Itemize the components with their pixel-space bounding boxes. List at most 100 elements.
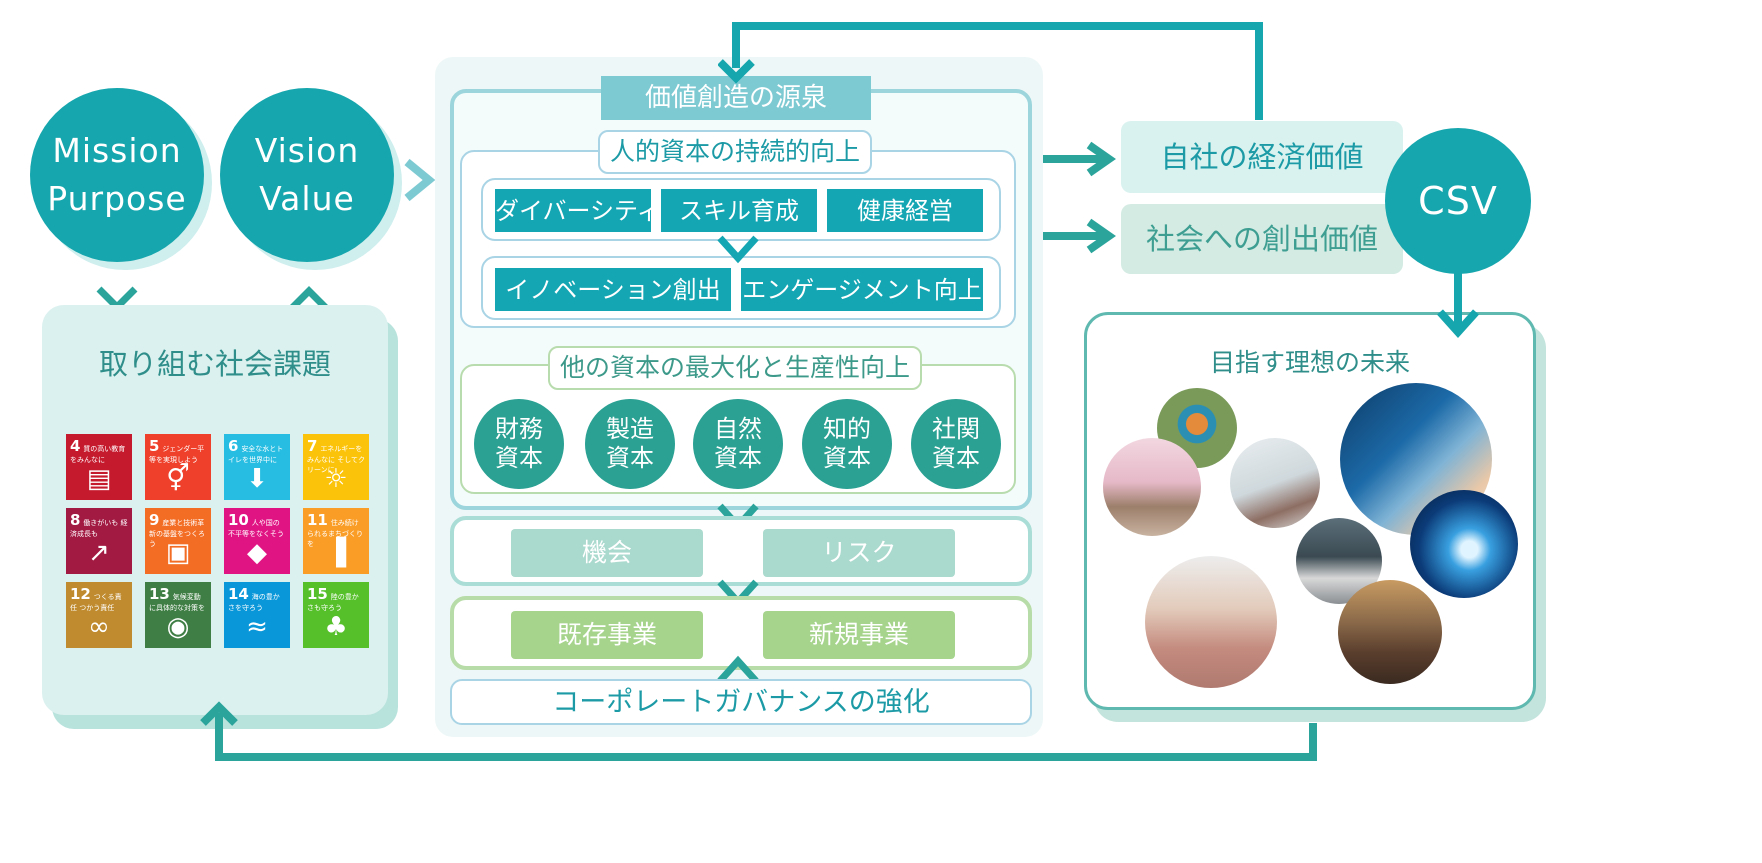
feedback-arrow-top — [718, 22, 1263, 120]
capital-label: 知的 — [823, 415, 871, 443]
new-business-chip: 新規事業 — [763, 611, 955, 659]
purpose-label: Purpose — [47, 179, 187, 218]
skill-development-box: スキル育成 — [661, 189, 817, 232]
capital-label: 資本 — [823, 444, 871, 472]
arrow-down-icon — [1437, 268, 1479, 338]
human-capital-label: 人的資本の持続的向上 — [598, 130, 872, 174]
intellectual-capital-circle: 知的資本 — [802, 399, 892, 489]
value-label: Value — [259, 179, 355, 218]
sdg-label: 気候変動に具体的な対策を — [149, 593, 205, 612]
sdg-goal-8-icon: 8 働きがいも 経済成長も↗ — [66, 508, 132, 574]
sdg-glyph: ⚥ — [166, 464, 190, 494]
sdg-label: 海の豊かさを守ろう — [228, 593, 280, 612]
risk-chip: リスク — [763, 529, 955, 577]
sdg-goal-13-icon: 13 気候変動に具体的な対策を◉ — [145, 582, 211, 648]
sdg-glyph: ◉ — [166, 612, 190, 642]
sdg-goal-6-icon: 6 安全な水とトイレを世界中に⬇ — [224, 434, 290, 500]
sdg-glyph: ▐ — [326, 538, 346, 568]
women-group-photo — [1145, 556, 1277, 688]
chevron-right-icon — [404, 158, 436, 202]
capital-label: 資本 — [714, 444, 762, 472]
social-issues-title: 取り組む社会課題 — [98, 347, 331, 381]
arrow-right-icon — [1043, 141, 1116, 177]
sdg-number: 11 — [307, 511, 328, 529]
sdg-number: 7 — [307, 437, 318, 455]
sdg-label: エネルギーをみんなに そしてクリーンに — [307, 445, 366, 474]
feedback-arrow-bottom — [200, 701, 1317, 761]
governance-box: コーポレートガバナンスの強化 — [450, 679, 1032, 725]
sdg-goal-7-icon: 7 エネルギーをみんなに そしてクリーンに☼ — [303, 434, 369, 500]
capital-label: 資本 — [495, 444, 543, 472]
sdg-number: 8 — [70, 511, 81, 529]
capital-label: 社関 — [932, 415, 980, 443]
sdg-glyph: ☼ — [324, 464, 348, 494]
sdg-label: 安全な水とトイレを世界中に — [228, 445, 284, 464]
sdg-goal-9-icon: 9 産業と技術革新の基盤をつくろう▣ — [145, 508, 211, 574]
sdg-number: 5 — [149, 437, 160, 455]
sdg-label: つくる責任 つかう責任 — [70, 593, 122, 612]
sdg-label: 働きがいも 経済成長も — [70, 519, 128, 538]
sdg-label: 産業と技術革新の基盤をつくろう — [149, 519, 205, 548]
sdg-glyph: ↗ — [88, 538, 110, 568]
capital-label: 資本 — [606, 444, 654, 472]
sdg-glyph: ∞ — [88, 612, 110, 642]
chevron-up-icon — [717, 655, 759, 684]
sdg-number: 15 — [307, 585, 328, 603]
csv-circle: CSV — [1385, 128, 1531, 274]
sdg-glyph: ♣ — [324, 612, 348, 642]
sdg-glyph: ▣ — [165, 538, 191, 568]
arrow-right-icon — [1043, 218, 1116, 254]
elderly-man-bicycle-photo — [1338, 580, 1442, 684]
sdg-goal-11-icon: 11 住み続けられるまちづくりを▐ — [303, 508, 369, 574]
sdg-label: 住み続けられるまちづくりを — [307, 519, 363, 548]
sdg-label: 陸の豊かさも守ろう — [307, 593, 359, 612]
sdg-number: 10 — [228, 511, 249, 529]
sdg-label: ジェンダー平等を実現しよう — [149, 445, 205, 464]
manufactured-capital-circle: 製造資本 — [585, 399, 675, 489]
sdg-goal-5-icon: 5 ジェンダー平等を実現しよう⚥ — [145, 434, 211, 500]
sdg-label: 質の高い教育をみんなに — [70, 445, 126, 464]
chevron-up-icon — [288, 286, 330, 312]
sdg-glyph: ⬇ — [246, 464, 268, 494]
capital-label: 財務 — [495, 415, 543, 443]
sdg-number: 9 — [149, 511, 160, 529]
sdg-goal-4-icon: 4 質の高い教育をみんなに▤ — [66, 434, 132, 500]
value-creation-source-banner: 価値創造の源泉 — [601, 76, 871, 120]
opportunity-chip: 機会 — [511, 529, 703, 577]
office-workers-photo — [1230, 438, 1320, 528]
cherry-blossom-photo — [1103, 438, 1201, 536]
sdg-number: 13 — [149, 585, 170, 603]
mission-label: Mission — [52, 131, 182, 170]
sdg-glyph: ≈ — [246, 612, 268, 642]
sdg-goal-15-icon: 15 陸の豊かさも守ろう♣ — [303, 582, 369, 648]
capital-label: 製造 — [606, 415, 654, 443]
health-management-box: 健康経営 — [827, 189, 983, 232]
sdg-number: 14 — [228, 585, 249, 603]
other-capitals-label: 他の資本の最大化と生産性向上 — [548, 346, 922, 390]
existing-business-chip: 既存事業 — [511, 611, 703, 659]
capital-label: 資本 — [932, 444, 980, 472]
sdg-glyph: ◆ — [247, 538, 267, 568]
sdg-goal-14-icon: 14 海の豊かさを守ろう≈ — [224, 582, 290, 648]
sdg-number: 4 — [70, 437, 81, 455]
sdg-number: 6 — [228, 437, 239, 455]
chevron-down-icon — [717, 235, 759, 264]
engagement-box: エンゲージメント向上 — [741, 268, 983, 311]
sdg-number: 12 — [70, 585, 91, 603]
sdg-label: 人や国の不平等をなくそう — [228, 519, 284, 538]
sdg-goal-12-icon: 12 つくる責任 つかう責任∞ — [66, 582, 132, 648]
tunnel-light-photo — [1410, 490, 1518, 598]
diversity-box: ダイバーシティ — [495, 189, 661, 232]
sdg-icon-grid: 4 質の高い教育をみんなに▤5 ジェンダー平等を実現しよう⚥6 安全な水とトイレ… — [66, 434, 369, 648]
natural-capital-circle: 自然資本 — [693, 399, 783, 489]
social-capital-circle: 社関資本 — [911, 399, 1001, 489]
sdg-glyph: ▤ — [86, 464, 112, 494]
capital-label: 自然 — [714, 415, 762, 443]
innovation-box: イノベーション創出 — [495, 268, 731, 311]
social-value-box: 社会への創出価値 — [1121, 204, 1403, 274]
financial-capital-circle: 財務資本 — [474, 399, 564, 489]
ideal-future-title: 目指す理想の未来 — [1209, 348, 1410, 377]
sdg-goal-10-icon: 10 人や国の不平等をなくそう◆ — [224, 508, 290, 574]
